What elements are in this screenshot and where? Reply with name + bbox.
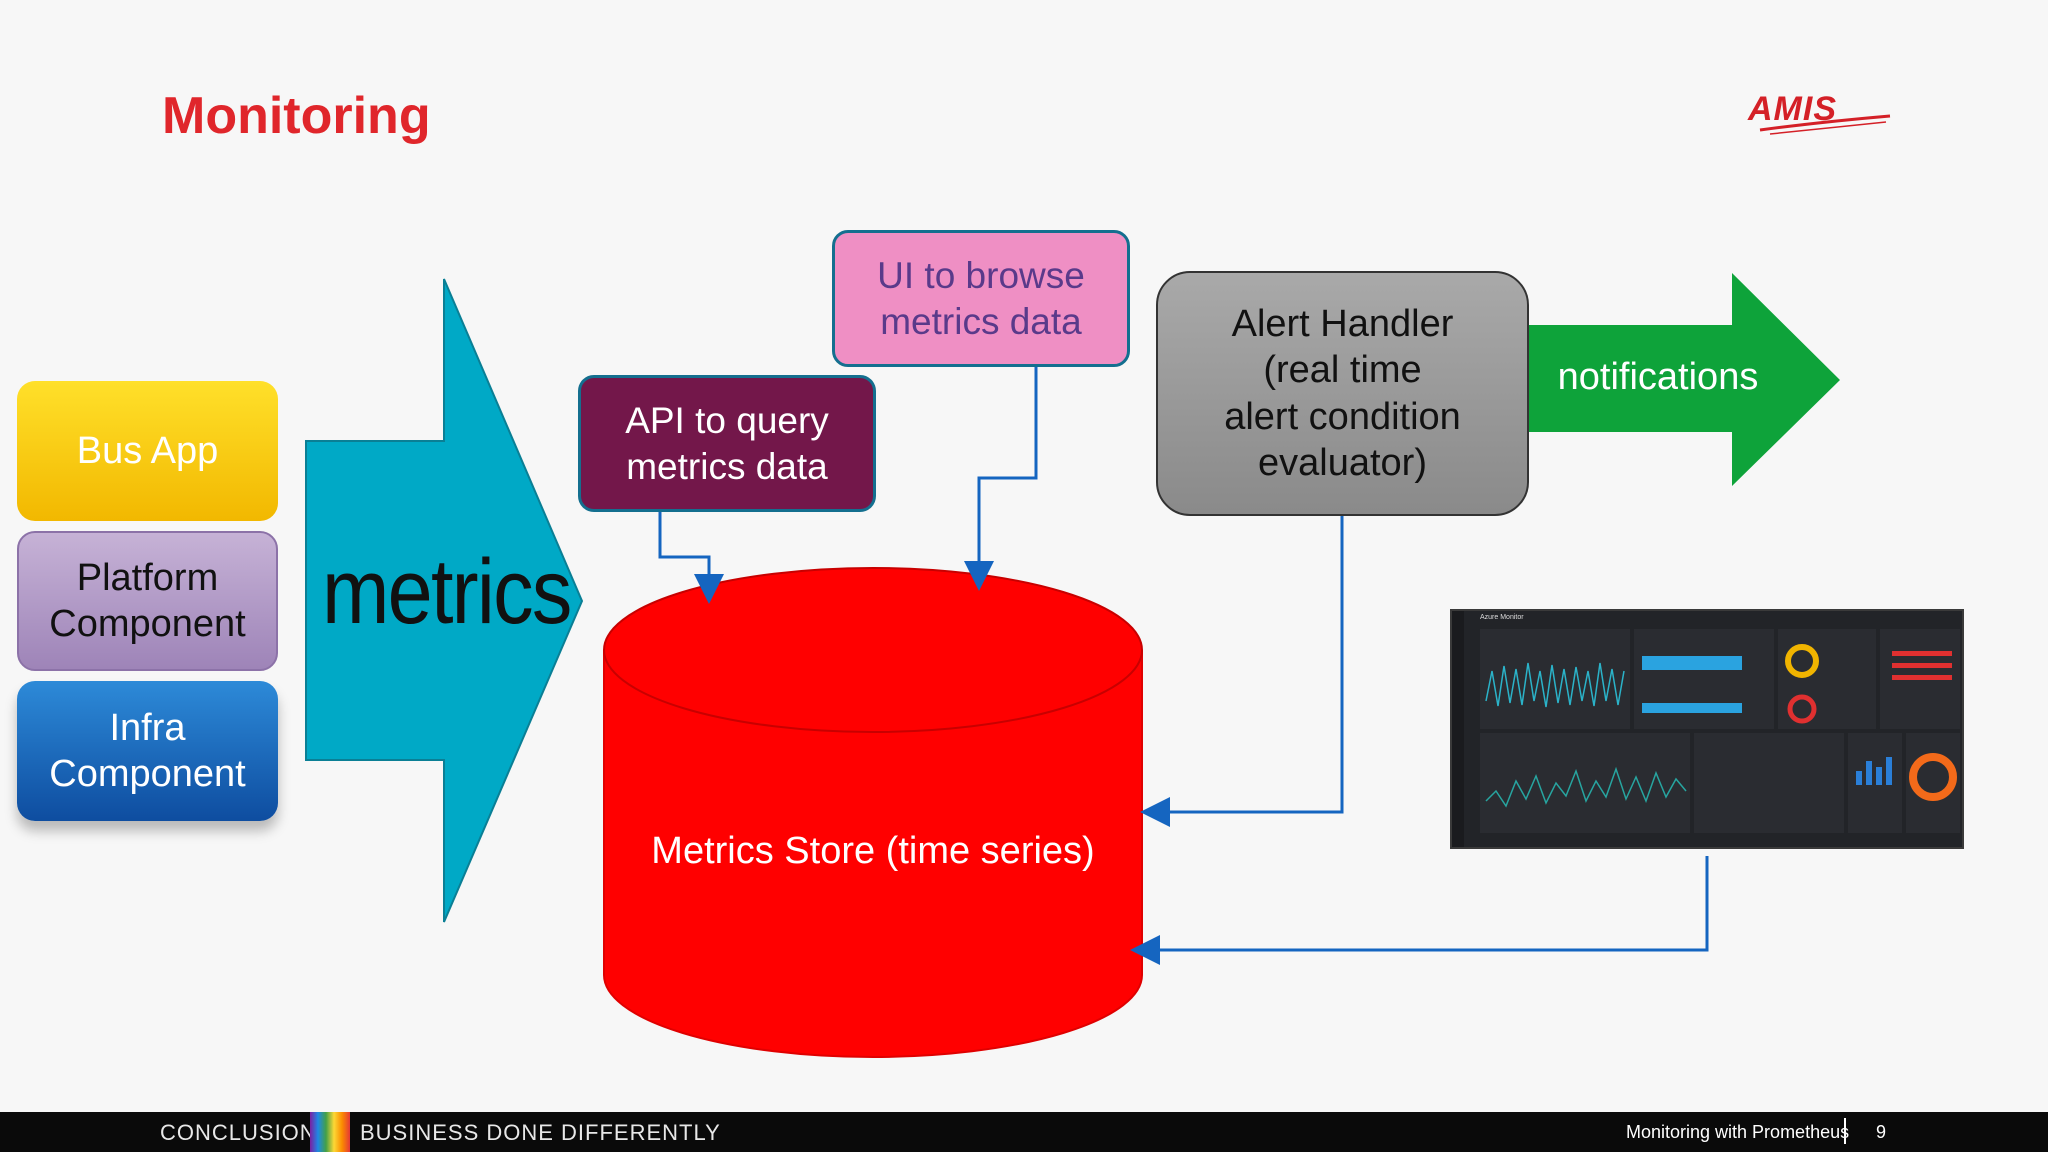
footer-tagline: BUSINESS DONE DIFFERENTLY — [360, 1120, 721, 1145]
amis-logo: AMIS — [1740, 86, 1900, 146]
dashboard-screenshot: Azure Monitor — [1450, 609, 1964, 849]
alert-label-line2: (real time — [1263, 349, 1422, 392]
notifications-label: notifications — [1557, 356, 1759, 398]
alert-handler-box: Alert Handler (real time alert condition… — [1156, 271, 1529, 516]
alert-connector — [1140, 516, 1344, 827]
api-connector — [658, 512, 724, 604]
dashboard-graphics — [1452, 611, 1960, 847]
footer-rainbow-stripe — [310, 1112, 350, 1152]
alert-label-line3: alert condition — [1224, 395, 1461, 438]
footer-bar: CONCLUSION BUSINESS DONE DIFFERENTLY Mon… — [0, 1112, 2048, 1152]
api-label-line2: metrics data — [626, 445, 828, 487]
infra-label-line2: Component — [49, 753, 246, 795]
footer-separator — [1844, 1118, 1846, 1144]
bus-app-label: Bus App — [76, 429, 219, 472]
page-number: 9 — [1876, 1122, 1887, 1142]
dashboard-title: Azure Monitor — [1480, 614, 1524, 621]
metrics-store-cylinder — [603, 567, 1143, 1058]
platform-label-line1: Platform — [76, 556, 219, 599]
alert-label-line4: evaluator) — [1258, 441, 1427, 484]
notifications-arrow — [1526, 273, 1840, 486]
metrics-arrow-label: metrics — [322, 541, 572, 643]
ui-connector — [964, 367, 1038, 591]
bus-app-box: Bus App — [17, 381, 278, 521]
api-label-line1: API to query — [625, 400, 829, 442]
footer-section: CONCLUSION — [160, 1120, 317, 1145]
metrics-arrow — [305, 278, 584, 923]
infra-component-box: Infra Component — [17, 681, 278, 821]
api-query-box: API to query metrics data — [578, 375, 876, 512]
platform-label-line2: Component — [49, 603, 246, 645]
ui-browse-box: UI to browse metrics data — [832, 230, 1130, 367]
dashboard-connector — [1130, 856, 1709, 965]
infra-label-line1: Infra — [109, 706, 186, 749]
metrics-store-label: Metrics Store (time series) — [651, 830, 1095, 872]
slide-title: Monitoring — [162, 87, 431, 145]
logo-swoosh-icon — [1759, 114, 1891, 135]
platform-component-box: Platform Component — [17, 531, 278, 671]
ui-label-line2: metrics data — [880, 300, 1082, 342]
footer-presentation-title: Monitoring with Prometheus — [1626, 1122, 1850, 1142]
alert-label-line1: Alert Handler — [1231, 302, 1454, 345]
ui-label-line1: UI to browse — [877, 255, 1085, 297]
